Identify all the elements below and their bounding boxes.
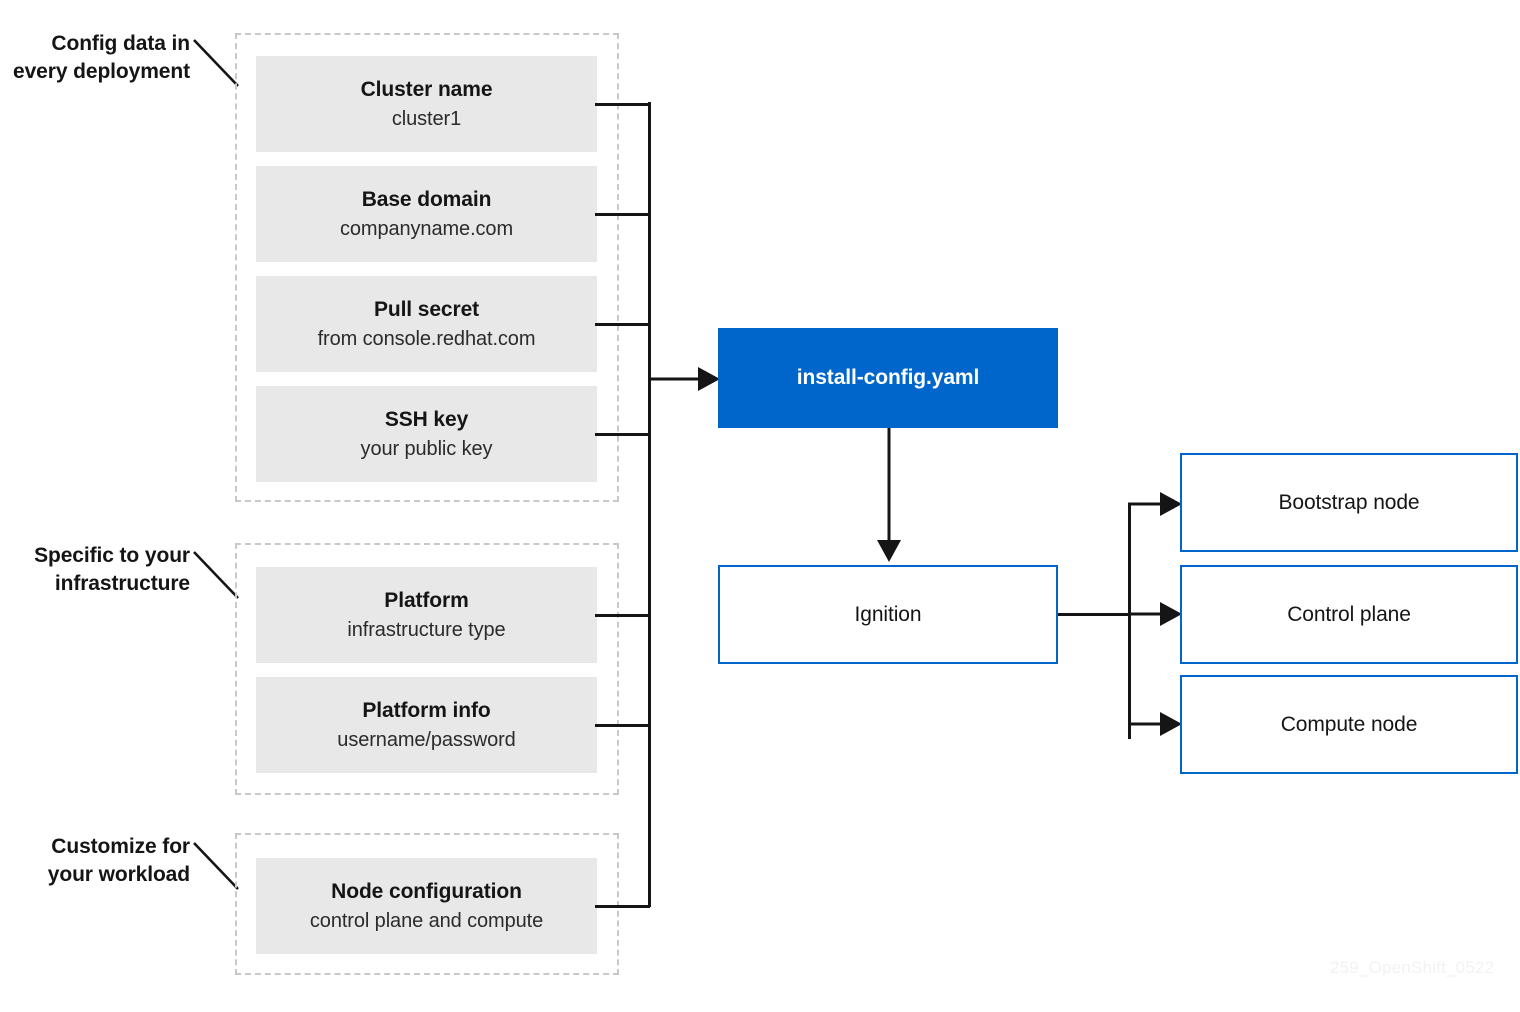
card-node-configuration-title: Node configuration	[331, 879, 522, 903]
leader-line-config-data	[193, 39, 239, 87]
connector-base-domain	[595, 213, 650, 216]
arrow-to-control-plane	[1128, 602, 1182, 626]
leader-line-infrastructure	[193, 551, 239, 599]
node-bootstrap-node-label: Bootstrap node	[1278, 490, 1420, 514]
connector-platform	[595, 614, 650, 617]
card-platform: Platform infrastructure type	[256, 567, 597, 663]
connector-cluster-name	[595, 103, 650, 106]
node-ignition-label: Ignition	[854, 602, 922, 626]
card-ssh-key: SSH key your public key	[256, 386, 597, 482]
connector-ignition-stem	[1058, 613, 1131, 616]
card-base-domain-sub: companyname.com	[339, 218, 514, 241]
card-cluster-name-sub: cluster1	[391, 108, 462, 131]
card-pull-secret-title: Pull secret	[373, 297, 480, 321]
card-platform-info-sub: username/password	[337, 729, 516, 752]
connector-bus-vertical	[648, 102, 651, 907]
card-node-configuration: Node configuration control plane and com…	[256, 858, 597, 954]
card-platform-info: Platform info username/password	[256, 677, 597, 773]
card-pull-secret-sub: from console.redhat.com	[317, 328, 536, 351]
node-install-config-yaml[interactable]: install-config.yaml	[718, 328, 1058, 428]
arrow-to-compute-node	[1128, 712, 1182, 736]
group-label-workload: Customize for your workload	[47, 835, 190, 886]
card-cluster-name: Cluster name cluster1	[256, 56, 597, 152]
card-platform-info-title: Platform info	[362, 698, 491, 722]
card-pull-secret: Pull secret from console.redhat.com	[256, 276, 597, 372]
group-label-infrastructure: Specific to your infrastructure	[34, 544, 190, 595]
group-box-config-data	[235, 33, 619, 502]
card-cluster-name-title: Cluster name	[360, 77, 493, 101]
node-control-plane[interactable]: Control plane	[1180, 565, 1518, 664]
connector-platform-info	[595, 724, 650, 727]
group-box-workload	[235, 833, 619, 975]
node-install-config-yaml-label: install-config.yaml	[796, 366, 980, 389]
card-ssh-key-sub: your public key	[360, 438, 493, 461]
connector-ssh-key	[595, 433, 650, 436]
node-control-plane-label: Control plane	[1287, 602, 1411, 626]
connector-fanout-vertical	[1128, 503, 1131, 739]
connector-node-configuration	[595, 905, 650, 908]
card-base-domain-title: Base domain	[361, 187, 492, 211]
card-platform-title: Platform	[384, 588, 469, 612]
card-ssh-key-title: SSH key	[384, 407, 469, 431]
node-bootstrap-node[interactable]: Bootstrap node	[1180, 453, 1518, 552]
card-platform-sub: infrastructure type	[347, 619, 506, 642]
card-node-configuration-sub: control plane and compute	[309, 910, 544, 933]
node-compute-node[interactable]: Compute node	[1180, 675, 1518, 774]
arrow-bus-to-install-config	[648, 367, 720, 391]
group-box-infrastructure	[235, 543, 619, 795]
watermark-label: 259_OpenShift_0522	[1330, 958, 1495, 977]
arrow-install-config-to-ignition	[877, 428, 901, 562]
node-ignition[interactable]: Ignition	[718, 565, 1058, 664]
group-label-config-data: Config data in every deployment	[13, 32, 190, 83]
leader-line-workload	[193, 842, 239, 890]
arrow-to-bootstrap-node	[1128, 492, 1182, 516]
card-base-domain: Base domain companyname.com	[256, 166, 597, 262]
connector-pull-secret	[595, 323, 650, 326]
node-compute-node-label: Compute node	[1280, 712, 1418, 736]
